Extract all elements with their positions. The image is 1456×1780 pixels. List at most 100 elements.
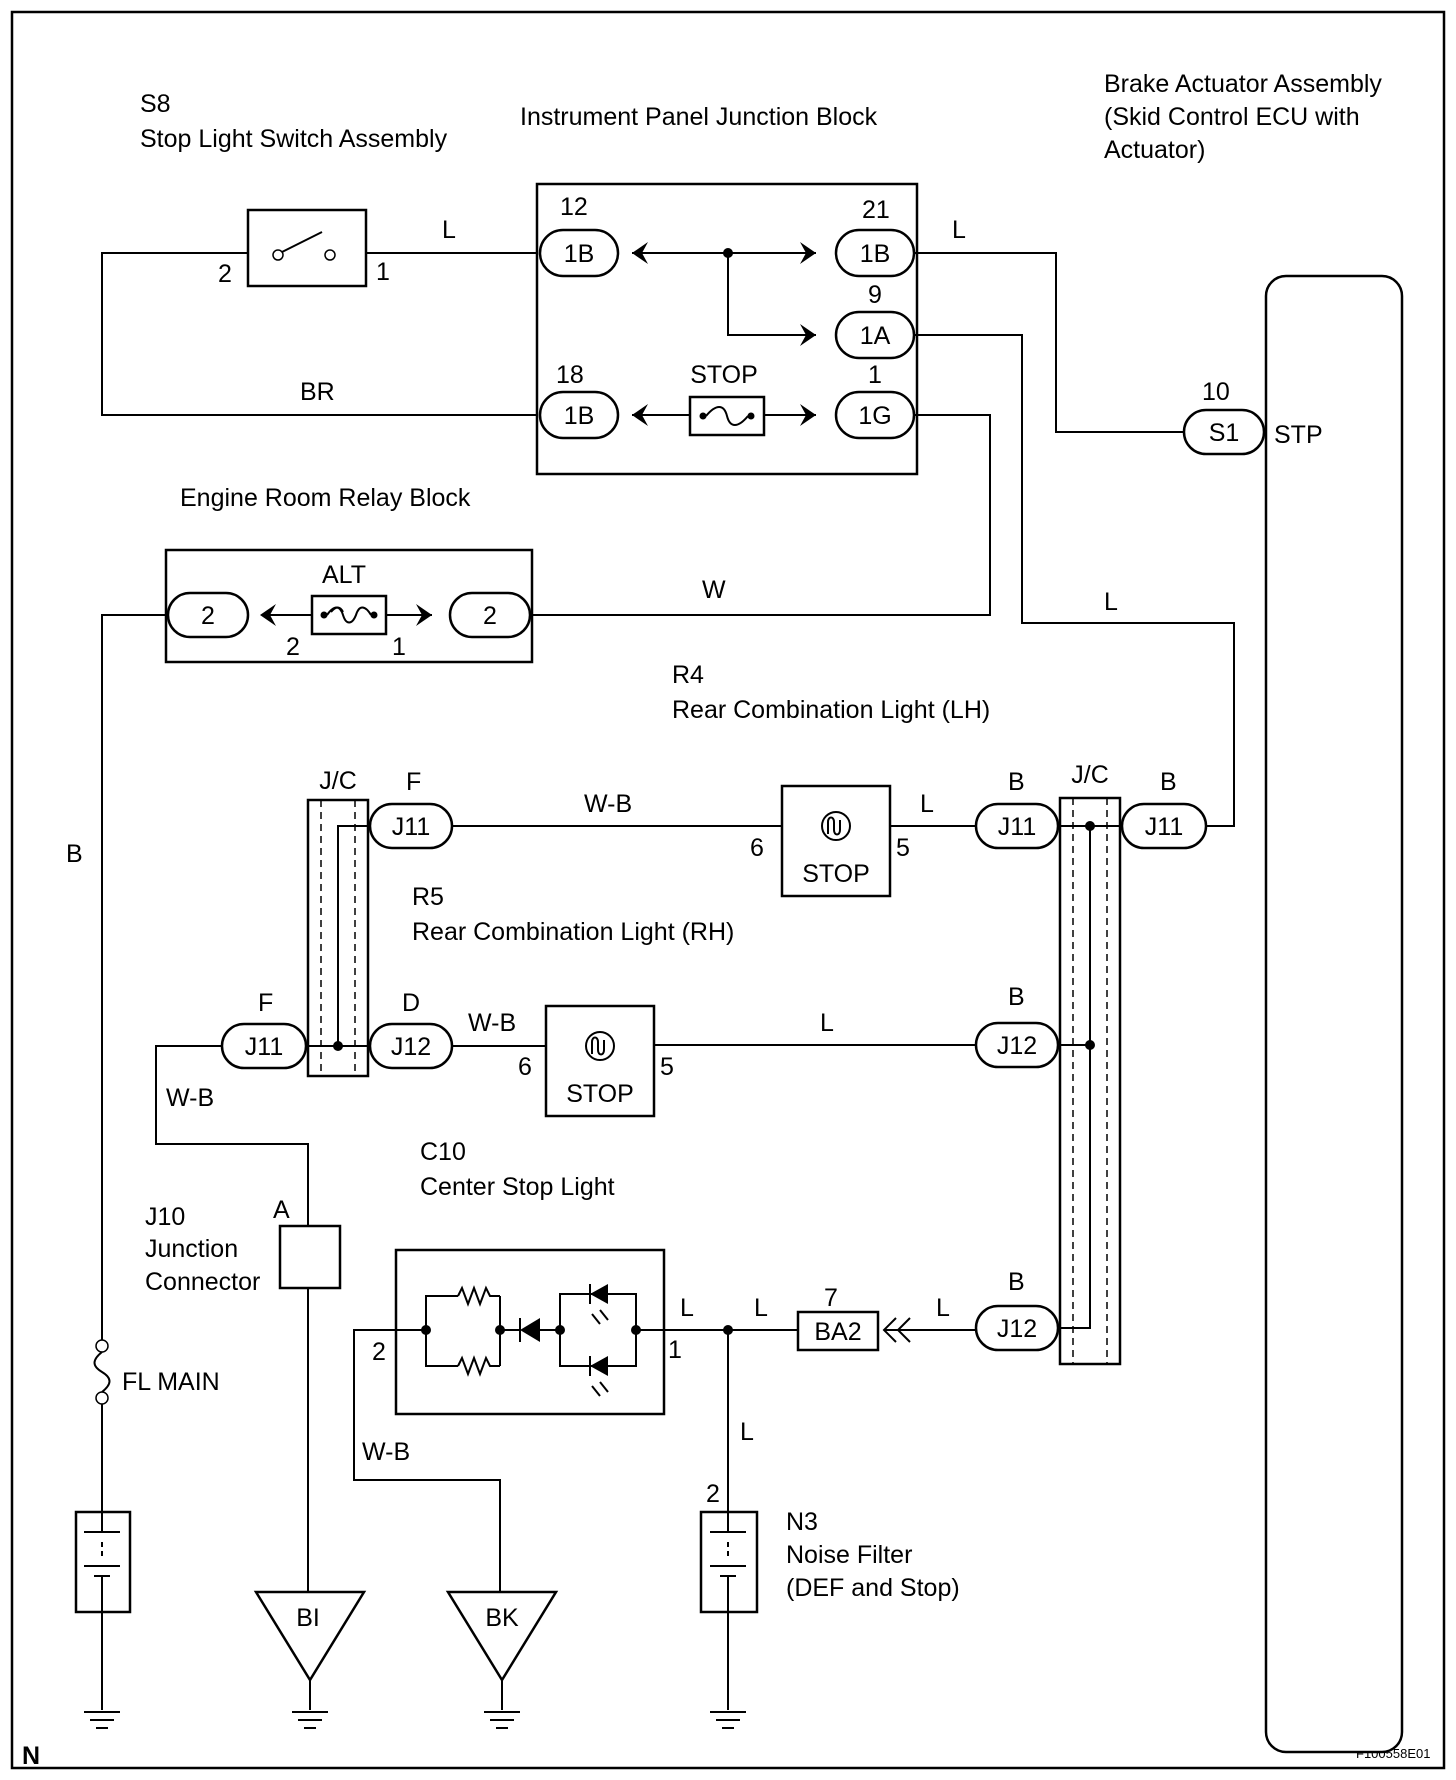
r5-name: Rear Combination Light (RH): [412, 918, 734, 946]
c10-pin-1: 1: [668, 1336, 682, 1364]
wire-color-lh-l: L: [920, 790, 934, 818]
ground-icon-bi: [292, 1711, 328, 1729]
r4-name: Rear Combination Light (LH): [672, 696, 990, 724]
jc-right-mid-pin: B: [1008, 983, 1025, 1011]
alt-fuse-label: ALT: [322, 561, 366, 589]
jc-left-mid-r-label: J12: [391, 1033, 431, 1061]
jc-right-top-l-connector: [974, 802, 1060, 850]
bulb-icon-lh: [821, 811, 851, 841]
wire-color-c10-l1: L: [680, 1294, 694, 1322]
r5-pin-5: 5: [660, 1053, 674, 1081]
ground-bk-triangle: [445, 1590, 559, 1683]
r4-pin-5: 5: [896, 834, 910, 862]
jc-left-top-pin: F: [406, 768, 421, 796]
jb-12-label: 1B: [564, 240, 595, 268]
r5-id: R5: [412, 883, 444, 911]
jc-right-bot-pin: B: [1008, 1268, 1025, 1296]
r4-pin-6: 6: [750, 834, 764, 862]
jc-right-bot-label: J12: [997, 1315, 1037, 1343]
jb-1-pin: 1: [868, 361, 882, 389]
wire-color-sw-jb: L: [442, 216, 456, 244]
jc-left-label: J/C: [319, 767, 357, 795]
jc-right-bot-connector: [974, 1304, 1060, 1352]
j10-line1: Junction: [145, 1235, 238, 1263]
jc-right-top-l-pin: B: [1008, 768, 1025, 796]
jc-right-label: J/C: [1071, 761, 1109, 789]
c10-name: Center Stop Light: [420, 1173, 615, 1201]
bulb-icon-rh: [585, 1031, 615, 1061]
ecu-s1-connector: [1182, 408, 1266, 456]
jc-left-top-label: J11: [392, 813, 430, 841]
wire-color-b: B: [66, 840, 83, 868]
j10-pin: A: [273, 1196, 290, 1224]
s8-pin-2: 2: [218, 260, 232, 288]
wire-color-jb-jc: L: [1104, 588, 1118, 616]
diagram-frame: [10, 10, 1446, 1770]
ground-icon-bk: [484, 1711, 520, 1729]
wire-color-w: W: [702, 576, 726, 604]
c10-pin-2: 2: [372, 1338, 386, 1366]
battery-icon: [84, 1512, 120, 1612]
stop-light-switch-box: [246, 208, 368, 288]
jb-21-pin: 21: [862, 196, 890, 224]
c10-id: C10: [420, 1138, 466, 1166]
jb-18-label: 1B: [564, 402, 595, 430]
errb-name: Engine Room Relay Block: [180, 484, 471, 512]
ipjb-name: Instrument Panel Junction Block: [520, 103, 878, 131]
wire-color-jb-ecu: L: [952, 216, 966, 244]
jc-right-top-l-label: J11: [998, 813, 1036, 841]
wire-color-lh-wb: W-B: [584, 790, 632, 818]
wire-color-rh-l: L: [820, 1009, 834, 1037]
led-icon-bottom: [589, 1356, 609, 1397]
er-pin-1: 1: [392, 633, 406, 661]
ground-bi-label: BI: [296, 1604, 320, 1632]
wire-color-rh-wb: W-B: [468, 1009, 516, 1037]
j10-id: J10: [145, 1203, 185, 1231]
r5-pin-6: 6: [518, 1053, 532, 1081]
er-right-label: 2: [483, 602, 497, 630]
wire-color-c10-wb: W-B: [362, 1438, 410, 1466]
fl-main-label: FL MAIN: [122, 1368, 220, 1396]
jc-right-top-r-pin: B: [1160, 768, 1177, 796]
brake-actuator-body: [1264, 274, 1404, 1754]
wire-color-nf-l: L: [740, 1418, 754, 1446]
ecu-line2: (Skid Control ECU with: [1104, 103, 1360, 131]
ba2-pin: 7: [824, 1284, 838, 1312]
jc-left-mid-r-pin: D: [402, 989, 420, 1017]
jb-9-label: 1A: [860, 322, 891, 350]
led-icon-top: [589, 1284, 609, 1325]
wire-color-ba2-l: L: [936, 1294, 950, 1322]
jb-12-pin: 12: [560, 193, 588, 221]
n3-line1: Noise Filter: [786, 1541, 912, 1569]
jc-right-top-r-label: J11: [1145, 813, 1183, 841]
jb-1-label: 1G: [858, 402, 891, 430]
wire-color-left-wb: W-B: [166, 1084, 214, 1112]
fuse-icon: [699, 406, 755, 426]
s8-name: Stop Light Switch Assembly: [140, 125, 448, 153]
r4-bulb-label: STOP: [802, 860, 870, 888]
n3-id: N3: [786, 1508, 818, 1536]
ground-icon-battery: [84, 1711, 120, 1729]
n3-pin: 2: [706, 1480, 720, 1508]
corner-mark: N: [22, 1742, 40, 1770]
j10-line2: Connector: [145, 1268, 260, 1296]
ecu-pin-10: 10: [1202, 378, 1230, 406]
capacitor-icon: [710, 1512, 746, 1612]
ground-icon-noise-filter: [710, 1711, 746, 1729]
jb-18-connector: [538, 390, 620, 440]
r4-id: R4: [672, 661, 704, 689]
er-right-connector: [448, 591, 532, 639]
jb-21-label: 1B: [860, 240, 891, 268]
er-pin-2: 2: [286, 633, 300, 661]
ecu-line1: Brake Actuator Assembly: [1104, 70, 1382, 98]
wire-color-br: BR: [300, 378, 335, 406]
resistor-icon: [457, 1285, 500, 1377]
ecu-s1-label: S1: [1209, 419, 1240, 447]
s8-pin-1: 1: [376, 258, 390, 286]
jc-left-mid-l-pin: F: [258, 989, 273, 1017]
s8-id: S8: [140, 90, 171, 118]
ecu-line3: Actuator): [1104, 136, 1205, 164]
ground-bi-triangle: [253, 1590, 367, 1683]
switch-contact-icon: [272, 231, 336, 261]
